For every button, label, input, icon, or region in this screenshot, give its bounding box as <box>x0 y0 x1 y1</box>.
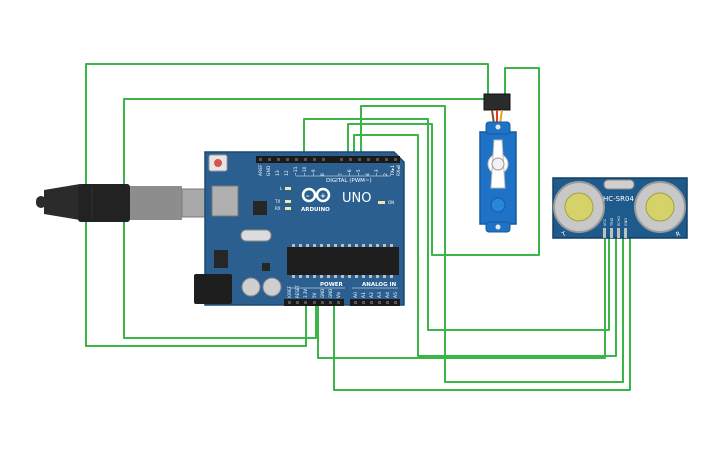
led-l-label: L <box>280 186 283 191</box>
wire-d12-loop[interactable] <box>303 118 610 331</box>
led-tx <box>285 200 291 203</box>
pin-label-gnd: GND <box>266 165 272 176</box>
analog-header[interactable] <box>350 299 400 306</box>
sensor-name: HC-SR04 <box>603 195 634 203</box>
power-pin-labels: IOREF RESET 3.3V 5V GND GND Vin <box>287 285 341 298</box>
sensor-pin-gnd-label: GND <box>624 218 628 226</box>
arduino-uno-board[interactable]: AREF GND 13 12 ~11 ~10 ~9 8 7 ~6 ~5 4 ~3… <box>194 151 405 306</box>
pin-label-6: ~6 <box>347 169 353 176</box>
pin-label-a3: A3 <box>377 292 383 298</box>
pin-label-a0: A0 <box>353 292 359 298</box>
pin-label-a1: A1 <box>361 292 367 298</box>
sensor-t-label: T <box>560 230 567 238</box>
pin-label-a2: A2 <box>369 292 375 298</box>
led-l <box>285 187 291 190</box>
pin-label-ioref: IOREF <box>287 285 292 298</box>
capacitor-2 <box>262 277 282 297</box>
servo-hub-center <box>491 157 505 171</box>
pin-label-9: ~9 <box>311 169 317 176</box>
pin-label-gnd2: GND <box>328 289 333 298</box>
pin-label-aref: AREF <box>258 164 264 176</box>
pin-label-5: ~5 <box>356 169 362 176</box>
hc-sr04-sensor[interactable]: HC-SR04 T R VCC TRIG ECHO GND <box>552 177 688 239</box>
pin-label-11: ~11 <box>293 166 299 176</box>
wire-echo[interactable] <box>360 105 624 383</box>
pin-label-a5: A5 <box>393 292 399 298</box>
pin-label-a4: A4 <box>385 292 391 298</box>
pin-label-12: 12 <box>284 170 290 176</box>
sensor-crystal <box>603 179 635 190</box>
servo-screw-top <box>495 124 501 130</box>
arduino-logo-minus: – <box>306 192 310 200</box>
regulator <box>214 250 228 268</box>
power-jack <box>194 274 232 304</box>
arduino-logo-icon <box>301 187 331 203</box>
sensor-r-label: R <box>675 230 681 238</box>
pin-label-5v: 5V <box>312 292 317 298</box>
sensor-pin-trig-label: TRIG <box>610 217 614 227</box>
led-on-label: ON <box>388 200 394 205</box>
reset-button-cap <box>214 159 222 167</box>
led-on <box>378 201 385 204</box>
pin-label-2: 2 <box>383 173 389 176</box>
arduino-model: UNO <box>342 191 371 206</box>
pin-label-1: TX▸1 <box>390 165 396 177</box>
pin-label-10: ~10 <box>302 166 308 176</box>
digital-header[interactable] <box>256 156 400 163</box>
usb-port <box>211 185 239 217</box>
pin-label-3v3: 3.3V <box>303 289 308 298</box>
usb-chip <box>253 201 267 215</box>
digital-pin-holes <box>259 158 397 161</box>
power-label: POWER <box>320 282 344 288</box>
pin-label-0: RX◂0 <box>396 165 402 176</box>
sensor-pin-vcc-label: VCC <box>603 218 607 226</box>
led-rx <box>285 207 291 210</box>
atmega-pins <box>292 244 393 278</box>
usb-cable <box>36 184 233 222</box>
servo-connector <box>483 93 511 111</box>
servo-screw-bottom <box>495 224 501 230</box>
pin-label-13: 13 <box>275 170 281 176</box>
pin-label-7: 7 <box>338 173 344 176</box>
pin-label-gnd1: GND <box>320 289 325 298</box>
pin-label-8: 8 <box>320 173 326 176</box>
digital-pin-labels: AREF GND 13 12 ~11 ~10 ~9 8 7 ~6 ~5 4 ~3… <box>258 164 402 177</box>
servo-motor[interactable] <box>479 93 517 233</box>
sensor-pins[interactable] <box>603 228 627 238</box>
sensor-pin-labels: VCC TRIG ECHO GND <box>603 216 628 227</box>
sensor-transmitter-mesh <box>564 192 594 222</box>
led-rx-label: RX <box>275 206 281 211</box>
pin-label-3: ~3 <box>374 169 380 176</box>
analog-pin-labels: A0 A1 A2 A3 A4 A5 <box>353 292 399 298</box>
wire-gnd-to-sensor[interactable] <box>333 235 631 391</box>
sensor-receiver-mesh <box>645 192 675 222</box>
analog-in-label: ANALOG IN <box>362 282 397 288</box>
small-component <box>262 263 270 271</box>
pin-label-reset: RESET <box>295 285 300 298</box>
arduino-logo-plus: + <box>320 192 326 200</box>
arduino-brand: ARDUINO <box>301 207 330 213</box>
servo-case-dot <box>490 197 506 213</box>
wire-trig[interactable] <box>353 134 617 357</box>
bottom-pin-holes <box>288 301 397 304</box>
atmega-chip <box>287 247 399 275</box>
digital-header-label: DIGITAL (PWM~) <box>326 178 372 184</box>
pin-label-4: 4 <box>365 173 371 176</box>
crystal <box>240 229 272 242</box>
pin-label-vin: Vin <box>336 291 341 298</box>
wire-5v-to-sensor-vcc[interactable] <box>317 235 606 359</box>
capacitor-1 <box>241 277 261 297</box>
sensor-pin-echo-label: ECHO <box>617 216 621 226</box>
led-tx-label: TX <box>274 199 280 204</box>
